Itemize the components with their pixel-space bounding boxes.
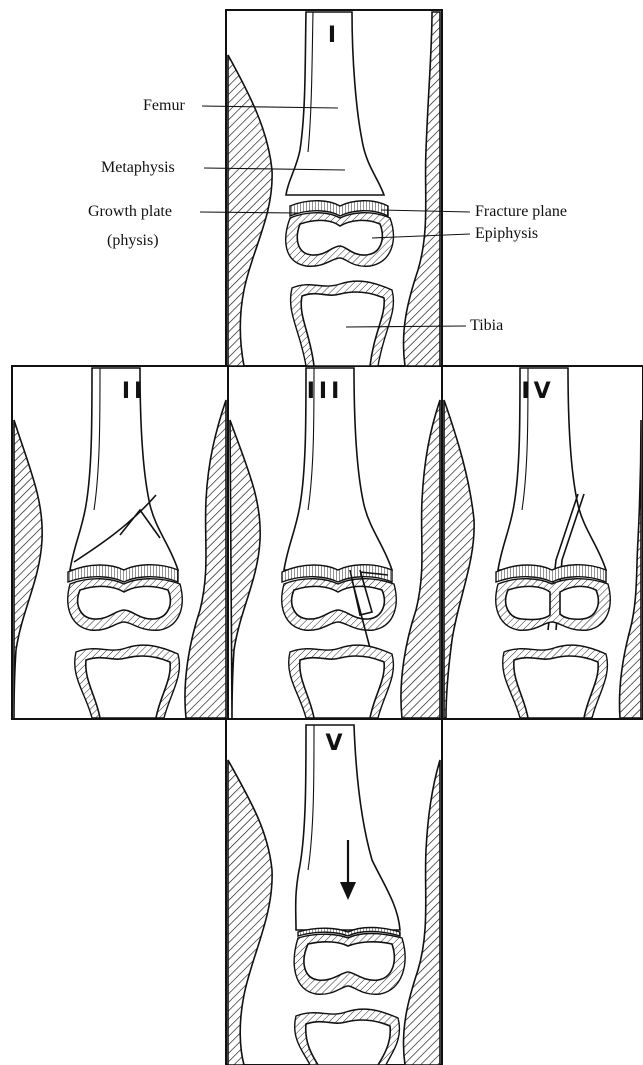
panel-ii: [14, 368, 226, 718]
panel-title-ii: II: [122, 379, 146, 404]
soft-tissue-left: [230, 420, 260, 718]
soft-tissue-left: [228, 760, 272, 1065]
label-tibia: Tibia: [470, 317, 503, 334]
soft-tissue-right: [619, 420, 641, 718]
panel-title-iii: III: [307, 379, 344, 404]
label-femur: Femur: [143, 97, 185, 114]
label-fracture-plane: Fracture plane: [475, 203, 567, 220]
panel-iv: [444, 368, 641, 718]
panel-v: [228, 725, 440, 1065]
soft-tissue-left: [444, 400, 474, 718]
panel-iii: [230, 368, 440, 718]
panel-title-i: I: [328, 23, 340, 48]
label-physis: (physis): [107, 232, 159, 249]
soft-tissue-left: [14, 420, 42, 718]
panel-title-iv: IV: [521, 379, 554, 404]
soft-tissue-right: [185, 400, 226, 718]
soft-tissue-right: [403, 12, 440, 366]
soft-tissue-left: [228, 55, 272, 366]
label-growth-plate: Growth plate: [88, 203, 172, 220]
label-epiphysis: Epiphysis: [475, 225, 538, 242]
panel-title-v: V: [325, 731, 346, 756]
soft-tissue-right: [403, 760, 440, 1065]
panel-i: [228, 12, 440, 366]
label-metaphysis: Metaphysis: [101, 159, 175, 176]
soft-tissue-right: [401, 400, 440, 718]
